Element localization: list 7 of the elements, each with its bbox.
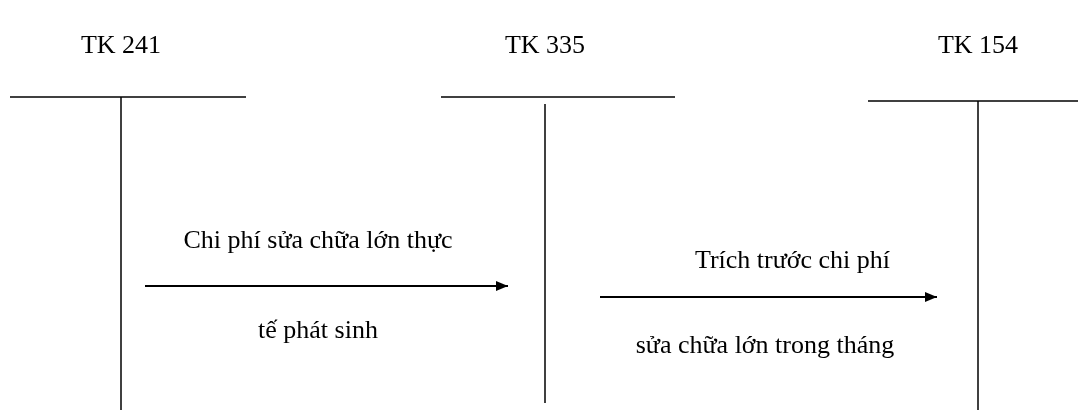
account-title: TK 154 bbox=[937, 30, 1019, 60]
account-title: TK 335 bbox=[504, 30, 586, 60]
account-title: TK 241 bbox=[80, 30, 162, 60]
edge-label: Trích trước chi phí sửa chữa lớn trong tháng bbox=[634, 244, 896, 361]
arrow bbox=[599, 292, 938, 302]
edge-label: Chi phí sửa chữa lớn thực tế phát sinh bbox=[182, 224, 454, 346]
arrow bbox=[144, 281, 509, 291]
